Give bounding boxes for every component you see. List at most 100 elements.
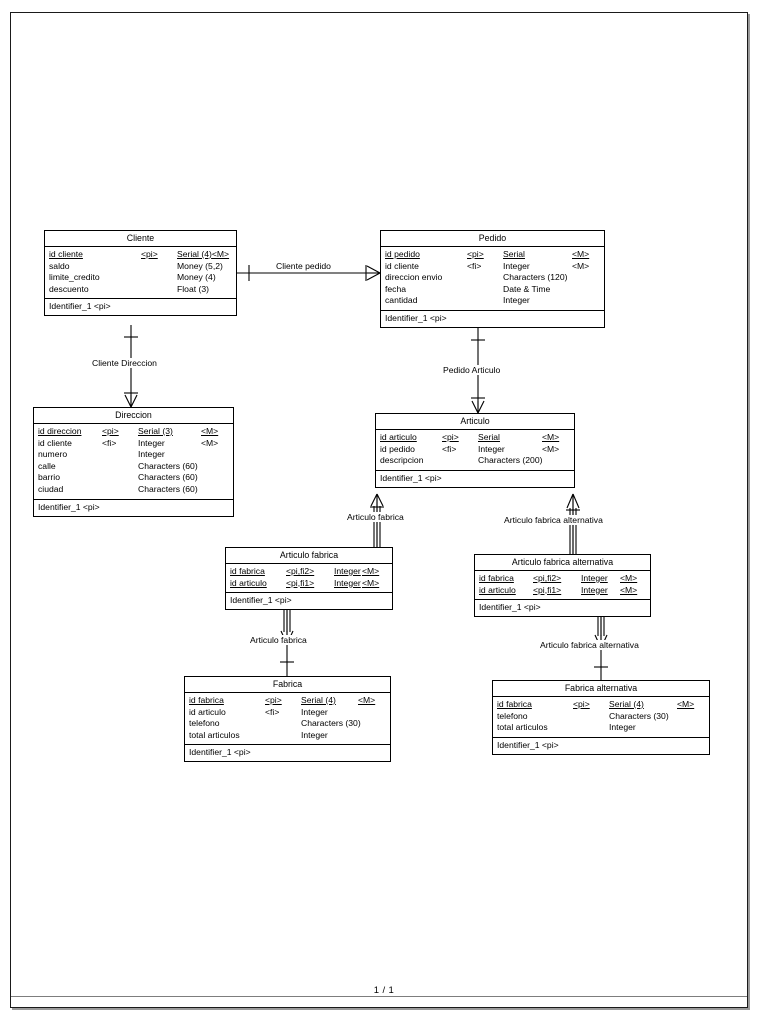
attribute-row: id fabrica <pi,fi2> Integer <M> — [475, 573, 650, 585]
attribute-type: Integer — [301, 729, 328, 740]
attribute-mandatory: <M> — [362, 566, 380, 576]
relationship-label-pedido-articulo: Pedido Articulo — [441, 365, 503, 375]
attribute-name: id articulo — [189, 706, 226, 717]
attribute-mandatory: <M> — [572, 260, 590, 271]
attribute-type: Integer — [609, 722, 636, 733]
attribute-type: Money (5,2) — [177, 260, 223, 271]
attribute-mandatory — [572, 284, 600, 296]
attribute-row: numero Integer — [34, 449, 233, 461]
entity-identifier: Identifier_1 <pi> — [479, 602, 541, 613]
attribute-row: descuento Float (3) — [45, 284, 236, 296]
attribute-row: id cliente <pi> Serial (4) <M> — [45, 249, 236, 261]
attribute-key — [102, 461, 138, 473]
attribute-row: id articulo <pi,fi1> Integer <M> — [475, 585, 650, 597]
attribute-mandatory — [201, 461, 229, 473]
attribute-row: telefono Characters (30) — [493, 711, 709, 723]
entity-articulo[interactable]: Articulo id articulo <pi> Serial <M> id … — [375, 413, 575, 488]
entity-articulo-fabrica[interactable]: Articulo fabrica id fabrica <pi,fi2> Int… — [225, 547, 393, 611]
attribute-mandatory — [223, 261, 251, 273]
attribute-key — [467, 295, 503, 307]
entity-identifier: Identifier_1 <pi> — [49, 301, 111, 312]
entity-title: Pedido — [381, 231, 604, 247]
attribute-type: Money (4) — [177, 272, 216, 283]
attribute-row: cantidad Integer — [381, 295, 604, 307]
attribute-key — [442, 455, 478, 467]
attribute-name: limite_credito — [49, 272, 100, 283]
entity-identifier: Identifier_1 <pi> — [385, 312, 447, 323]
attribute-key — [467, 284, 503, 296]
attribute-row: id direccion <pi> Serial (3) <M> — [34, 426, 233, 438]
entity-fabrica[interactable]: Fabrica id fabrica <pi> Serial (4) <M> i… — [184, 676, 391, 763]
attribute-name: id articulo — [230, 577, 267, 588]
attribute-key: <fi> — [467, 260, 482, 271]
attribute-type: Characters (200) — [478, 455, 543, 466]
attribute-name: id cliente — [385, 260, 419, 271]
attribute-name: id pedido — [380, 443, 415, 454]
entity-attributes: id cliente <pi> Serial (4) <M> saldo Mon… — [45, 247, 236, 300]
entity-direccion[interactable]: Direccion id direccion <pi> Serial (3) <… — [33, 407, 234, 517]
entity-identifier: Identifier_1 <pi> — [189, 747, 251, 758]
attribute-type: Integer — [503, 260, 530, 271]
attribute-mandatory: <M> — [358, 695, 376, 705]
attribute-mandatory: <M> — [362, 577, 380, 588]
entity-identifier: Identifier_1 <pi> — [497, 739, 559, 750]
entity-pedido[interactable]: Pedido id pedido <pi> Serial <M> id clie… — [380, 230, 605, 328]
attribute-name: descripcion — [380, 455, 424, 466]
attribute-name: calle — [38, 460, 56, 471]
attribute-name: id fabrica — [479, 573, 514, 583]
attribute-mandatory — [361, 718, 389, 730]
attribute-key: <fi> — [265, 706, 280, 717]
attribute-row: barrio Characters (60) — [34, 472, 233, 484]
attribute-name: id articulo — [380, 432, 417, 442]
entity-attributes: id pedido <pi> Serial <M> id cliente <fi… — [381, 247, 604, 311]
attribute-row: descripcion Characters (200) — [376, 455, 574, 467]
entity-attributes: id fabrica <pi,fi2> Integer <M> id artic… — [475, 571, 650, 601]
entity-cliente[interactable]: Cliente id cliente <pi> Serial (4) <M> s… — [44, 230, 237, 317]
attribute-type: Characters (60) — [138, 483, 198, 494]
attribute-name: id fabrica — [230, 566, 265, 576]
attribute-key — [265, 718, 301, 730]
page-number: 1 / 1 — [373, 985, 395, 996]
entity-articulo-fabrica-alternativa[interactable]: Articulo fabrica alternativa id fabrica … — [474, 554, 651, 618]
attribute-row: calle Characters (60) — [34, 461, 233, 473]
attribute-row: total articulos Integer — [493, 722, 709, 734]
attribute-mandatory — [572, 272, 600, 284]
attribute-mandatory: <M> — [201, 437, 219, 448]
attribute-type: Characters (120) — [503, 272, 568, 283]
attribute-key: <pi,fi1> — [286, 577, 315, 588]
attribute-name: id pedido — [385, 249, 420, 259]
attribute-mandatory — [201, 472, 229, 484]
attribute-name: total articulos — [189, 729, 240, 740]
relationship-label-articulo-fabrica-alternativa-bottom: Articulo fabrica alternativa — [538, 640, 641, 650]
attribute-mandatory — [216, 272, 244, 284]
attribute-type: Characters (30) — [609, 710, 669, 721]
attribute-key: <pi,fi2> — [533, 573, 562, 583]
attribute-key — [141, 272, 177, 284]
attribute-row: id pedido <fi> Integer <M> — [376, 444, 574, 456]
attribute-name: id direccion — [38, 426, 82, 436]
attribute-type: Integer — [138, 449, 165, 460]
attribute-type: Serial (4) — [609, 699, 644, 709]
attribute-key: <pi,fi1> — [533, 584, 562, 595]
attribute-type: Float (3) — [177, 283, 209, 294]
entity-attributes: id articulo <pi> Serial <M> id pedido <f… — [376, 430, 574, 471]
attribute-name: id cliente — [38, 437, 72, 448]
attribute-mandatory: <M> — [211, 249, 230, 259]
attribute-type: Integer — [503, 295, 530, 306]
attribute-mandatory: <M> — [677, 699, 695, 709]
relationship-label-cliente-pedido: Cliente pedido — [274, 261, 333, 271]
attribute-type: Characters (60) — [138, 460, 198, 471]
attribute-type: Characters (30) — [301, 718, 361, 729]
entity-fabrica-alternativa[interactable]: Fabrica alternativa id fabrica <pi> Seri… — [492, 680, 710, 755]
attribute-mandatory — [572, 295, 600, 307]
attribute-key: <fi> — [442, 443, 457, 454]
attribute-key: <pi> — [265, 695, 282, 705]
attribute-mandatory — [201, 449, 229, 461]
entity-title: Articulo — [376, 414, 574, 430]
attribute-type: Characters (60) — [138, 472, 198, 483]
attribute-mandatory: <M> — [542, 432, 560, 442]
entity-title: Cliente — [45, 231, 236, 247]
attribute-name: numero — [38, 449, 68, 460]
entity-title: Articulo fabrica alternativa — [475, 555, 650, 571]
